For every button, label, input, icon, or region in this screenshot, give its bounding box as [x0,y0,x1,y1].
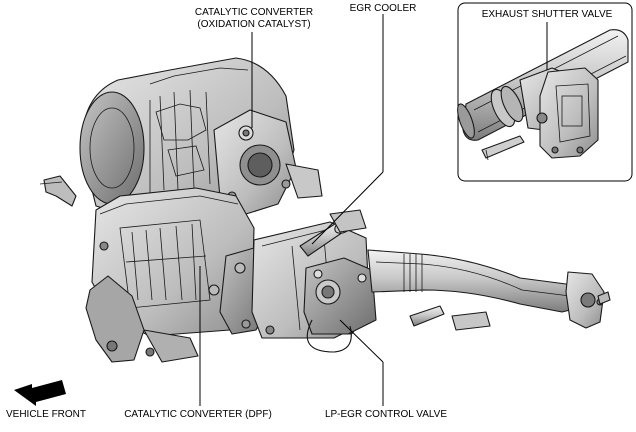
leader-egr-cooler-diag [311,171,384,245]
label-catalytic-converter-dpf: CATALYTIC CONVERTER (DPF) [124,409,272,420]
exhaust-assembly-drawing [39,57,611,363]
vehicle-front-arrow-icon [14,380,66,406]
label-exhaust-shutter-valve: EXHAUST SHUTTER VALVE [482,9,613,20]
label-lp-egr-control-valve: LP-EGR CONTROL VALVE [325,409,447,420]
label-vehicle-front: VEHICLE FRONT [6,409,86,420]
exhaust-shutter-valve-drawing [457,29,629,161]
label-catalytic-converter-oxidation-line2: (OXIDATION CATALYST) [197,19,310,30]
label-egr-cooler: EGR COOLER [350,3,417,14]
leader-lp-egr-diag [339,319,384,363]
label-catalytic-converter-oxidation-line1: CATALYTIC CONVERTER [195,7,313,18]
